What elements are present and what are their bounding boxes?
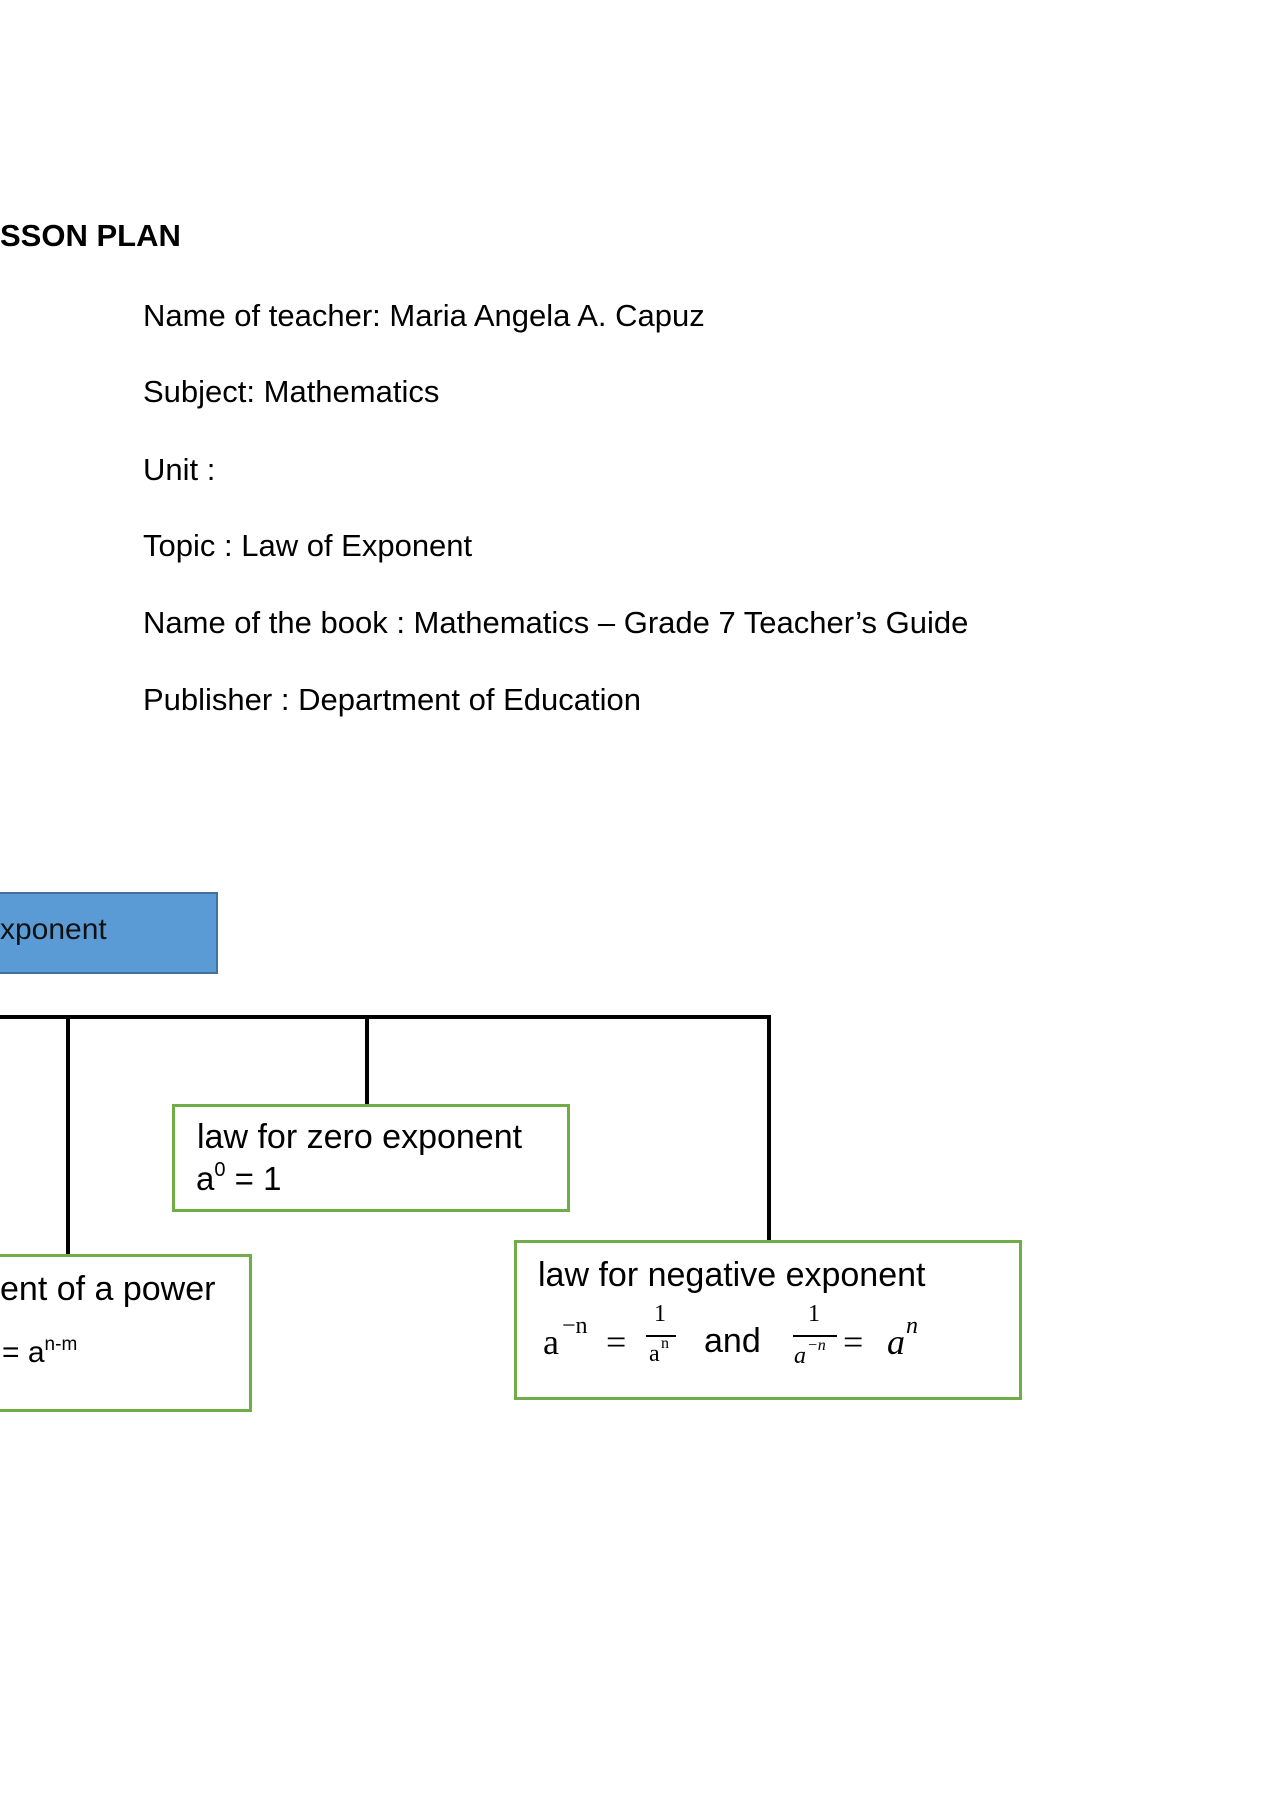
neg-den2-exp: −n [807,1337,826,1354]
neg-den2-base: a [794,1343,806,1369]
zero-exponent-node [172,1104,570,1212]
neg-lhs-exp: −n [562,1313,588,1339]
zero-exponent-formula: a0 = 1 [196,1159,282,1197]
neg-lhs-base: a [543,1322,559,1362]
zero-exponent-title: law for zero exponent [197,1118,523,1156]
subject-line: Subject: Mathematics [143,374,440,409]
root-node-box [0,892,218,974]
publisher-line: Publisher : Department of Education [143,682,641,717]
unit-line: Unit : [143,452,216,487]
neg-num2: 1 [808,1301,820,1327]
negative-exponent-node [514,1240,1022,1400]
neg-eq1: = [606,1322,627,1362]
connector-to-negative [767,1015,771,1242]
neg-fraction-bar-2 [793,1335,837,1337]
negative-exponent-formula: a −n = 1 a n and 1 a −n = a n [543,1300,1003,1380]
power-exponent-title: ent of a power [0,1270,216,1308]
neg-den1-exp: n [661,1335,669,1352]
power-exponent-formula: = an-m [2,1334,78,1369]
power-exponent-node [0,1254,252,1412]
neg-eq2: = [843,1322,864,1362]
teacher-line: Name of teacher: Maria Angela A. Capuz [143,298,705,333]
neg-rhs-exp: n [906,1313,918,1339]
neg-den1-base: a [649,1341,660,1367]
root-node-label: xponent [0,913,107,946]
neg-num1: 1 [654,1301,666,1327]
negative-exponent-title: law for negative exponent [538,1256,926,1294]
neg-rhs-base: a [887,1322,905,1362]
connector-to-zero [365,1015,369,1106]
connector-to-power [66,1015,70,1256]
topic-line: Topic : Law of Exponent [143,528,473,563]
neg-fraction-bar-1 [646,1335,676,1337]
page-heading: SSON PLAN [0,218,181,253]
neg-and: and [704,1322,761,1360]
book-line: Name of the book : Mathematics – Grade 7… [143,605,969,640]
connector-horizontal [0,1015,771,1019]
